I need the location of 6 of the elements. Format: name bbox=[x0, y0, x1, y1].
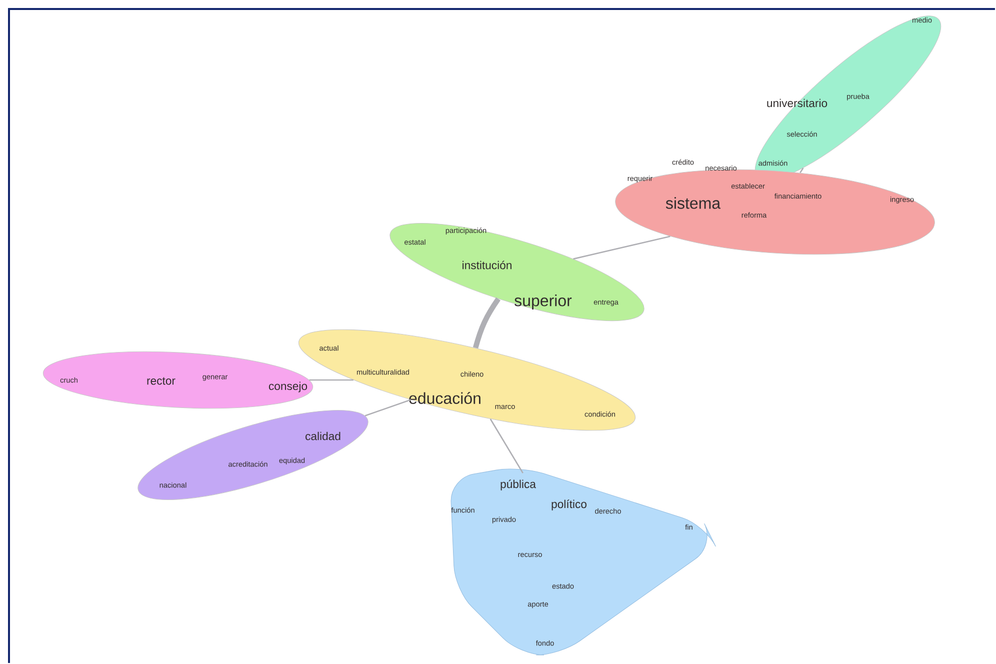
connector-line bbox=[472, 297, 500, 349]
connector-line bbox=[490, 418, 524, 474]
connector-line bbox=[364, 399, 412, 416]
connector-line bbox=[309, 379, 354, 381]
connector-line bbox=[573, 236, 670, 260]
connector-line bbox=[800, 168, 804, 174]
